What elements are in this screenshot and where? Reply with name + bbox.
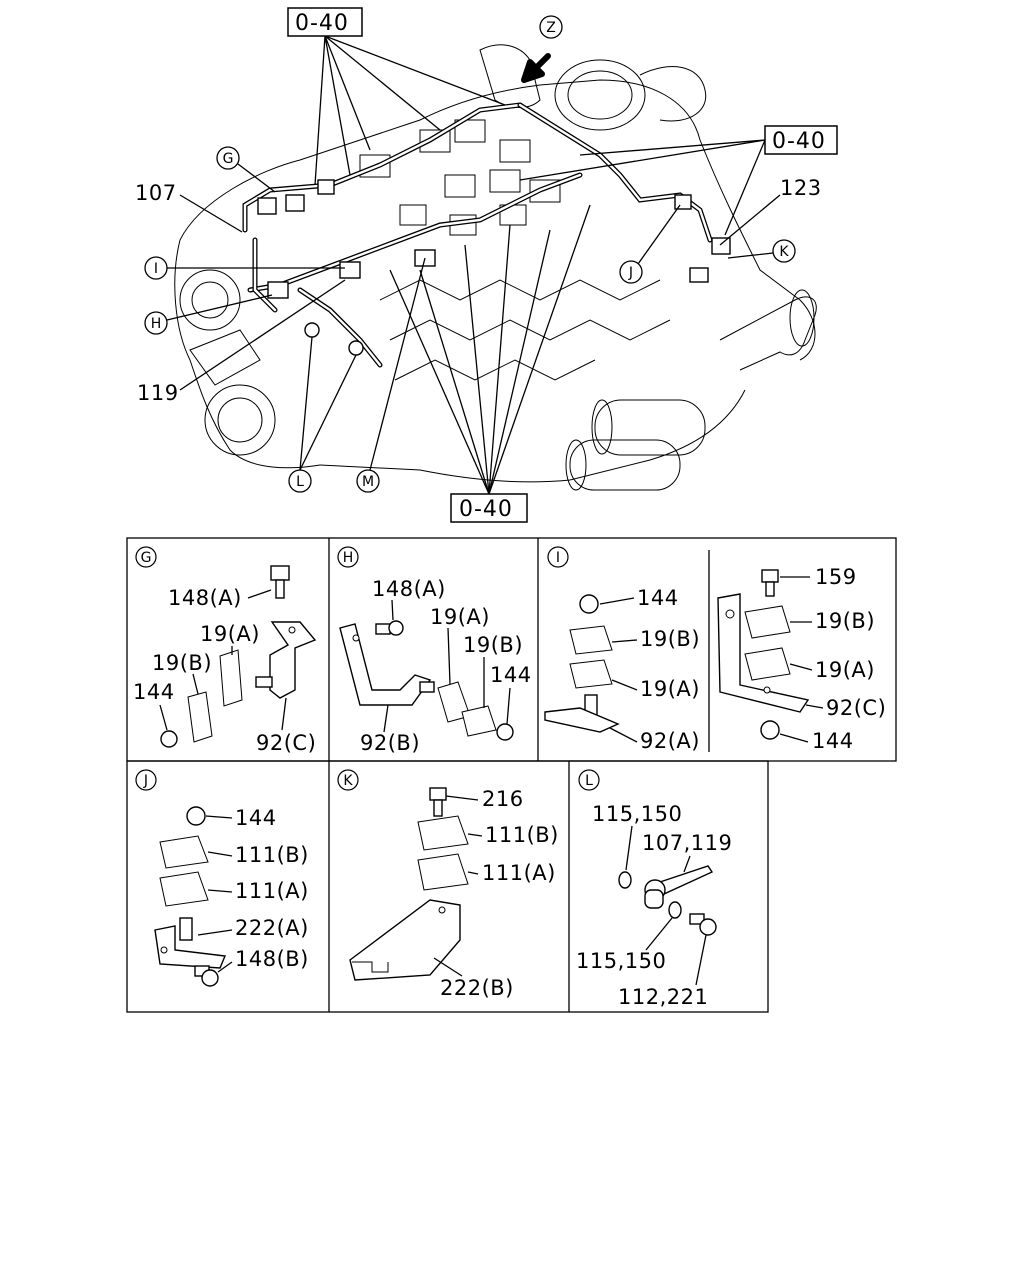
panel-i-letter: I xyxy=(556,550,560,566)
panel-j-label-2: 111(B) xyxy=(235,843,309,867)
svg-text:M: M xyxy=(362,474,374,490)
svg-text:123: 123 xyxy=(780,176,822,200)
panel-h: H 148(A) 19(A) 19(B) 144 92(B) xyxy=(337,546,532,755)
panel-k-letter: K xyxy=(343,773,353,789)
panel-i-label-2: 19(B) xyxy=(640,627,700,651)
panel-k-label-4: 222(B) xyxy=(440,976,514,1000)
panel-i-label-4: 92(A) xyxy=(640,729,700,753)
ref-box-top: 0-40 xyxy=(287,7,506,186)
panel-k-label-1: 216 xyxy=(482,787,524,811)
panel-k: K 216 111(B) 111(A) 222(B) xyxy=(337,769,559,1000)
panel-l-label-4: 112,221 xyxy=(618,985,708,1009)
callout-i: I xyxy=(144,256,345,280)
panel-j-label-3: 111(A) xyxy=(235,879,309,903)
panel-i: I 144 19(B) 19(A) 92(A) 159 19(B) 19(A) … xyxy=(544,546,886,753)
panel-h-label-2: 19(A) xyxy=(430,605,490,629)
svg-text:K: K xyxy=(779,244,789,260)
detail-panels-frame xyxy=(126,537,897,1013)
callout-h: H xyxy=(144,294,273,335)
svg-text:H: H xyxy=(151,316,162,332)
svg-text:I: I xyxy=(154,261,158,277)
panel-h-label-5: 92(B) xyxy=(360,731,420,755)
svg-text:107: 107 xyxy=(135,181,177,205)
panel-g-label-4: 144 xyxy=(133,680,175,704)
callout-g: G xyxy=(216,146,276,193)
panel-h-label-4: 144 xyxy=(490,663,532,687)
callout-m: M xyxy=(356,257,426,493)
callout-z: Z xyxy=(539,15,563,39)
panel-i-label-6: 19(B) xyxy=(815,609,875,633)
panel-g-label-2: 19(A) xyxy=(200,622,260,646)
ref-box-bottom-label: 0-40 xyxy=(459,497,513,522)
svg-text:L: L xyxy=(296,474,304,490)
panel-h-label-1: 148(A) xyxy=(372,577,446,601)
panel-l: L 115,150 107,119 115,150 112,221 xyxy=(576,769,732,1009)
part-123-label: 123 xyxy=(719,176,822,246)
svg-text:J: J xyxy=(628,265,633,281)
ref-box-right-label: 0-40 xyxy=(772,129,826,154)
panel-h-letter: H xyxy=(343,550,354,566)
svg-text:G: G xyxy=(223,151,234,167)
ref-box-bottom: 0-40 xyxy=(389,204,591,523)
panel-k-label-2: 111(B) xyxy=(485,823,559,847)
panel-l-label-3: 115,150 xyxy=(576,949,666,973)
svg-text:Z: Z xyxy=(546,20,556,36)
panel-g-label-3: 19(B) xyxy=(152,651,212,675)
panel-l-letter: L xyxy=(585,773,593,789)
callout-j: J xyxy=(619,204,681,284)
panel-g-label-1: 148(A) xyxy=(168,586,242,610)
panel-j-letter: J xyxy=(143,773,148,789)
panel-i-label-5: 159 xyxy=(815,565,857,589)
panel-g: G 148(A) 19(A) 19(B) 144 92(C) xyxy=(133,546,317,755)
panel-l-label-1: 115,150 xyxy=(592,802,682,826)
panel-i-label-9: 144 xyxy=(812,729,854,753)
panel-g-label-5: 92(C) xyxy=(256,731,316,755)
panel-i-label-1: 144 xyxy=(637,586,679,610)
svg-text:119: 119 xyxy=(137,381,179,405)
callout-k: K xyxy=(727,239,796,263)
engine-illustration xyxy=(174,44,817,491)
panel-g-letter: G xyxy=(141,550,152,566)
panel-l-label-2: 107,119 xyxy=(642,831,732,855)
panel-j-label-5: 148(B) xyxy=(235,947,309,971)
callout-l: L xyxy=(288,336,357,493)
panel-h-label-3: 19(B) xyxy=(463,633,523,657)
panel-j: J 144 111(B) 111(A) 222(A) 148(B) xyxy=(135,769,309,987)
panel-i-label-7: 19(A) xyxy=(815,658,875,682)
panel-j-label-1: 144 xyxy=(235,806,277,830)
part-107-label: 107 xyxy=(135,181,243,233)
panel-k-label-3: 111(A) xyxy=(482,861,556,885)
panel-j-label-4: 222(A) xyxy=(235,916,309,940)
panel-i-label-8: 92(C) xyxy=(826,696,886,720)
part-119-label: 119 xyxy=(137,279,346,405)
ref-box-top-label: 0-40 xyxy=(295,11,349,36)
ref-box-right: 0-40 xyxy=(519,125,838,236)
panel-i-label-3: 19(A) xyxy=(640,677,700,701)
direction-arrow-icon xyxy=(521,53,551,83)
